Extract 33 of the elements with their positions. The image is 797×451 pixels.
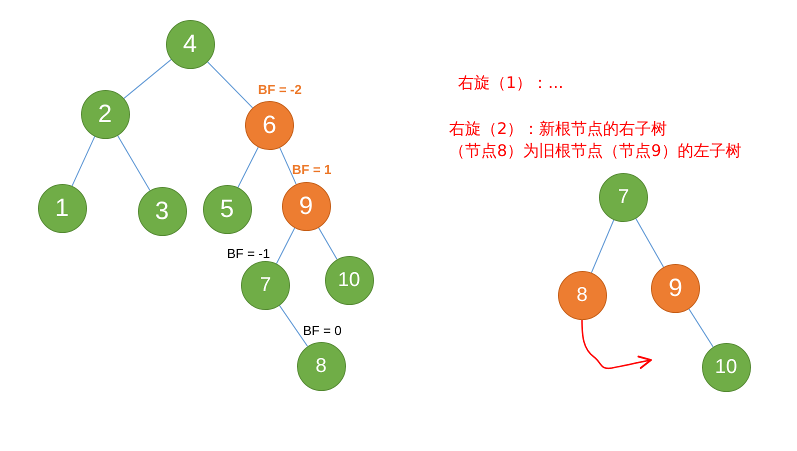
tree-node: 7 bbox=[599, 172, 648, 222]
connector-line bbox=[72, 136, 96, 186]
balance-factor-label: BF = -2 bbox=[258, 83, 302, 96]
tree-node: 5 bbox=[202, 184, 252, 234]
annotation-text: 右旋（2）：新根节点的右子树（节点8）为旧根节点（节点9）的左子树 bbox=[449, 118, 742, 162]
curved-arrow bbox=[581, 318, 652, 370]
connector-line bbox=[591, 219, 614, 273]
tree-node: 2 bbox=[80, 90, 130, 138]
connector-line bbox=[123, 59, 172, 99]
tree-node: 1 bbox=[38, 184, 86, 232]
annotation-text: 右旋（1）：... bbox=[458, 72, 564, 94]
tree-node: 8 bbox=[558, 270, 606, 320]
tree-node: 8 bbox=[296, 342, 346, 390]
connector-line bbox=[318, 226, 338, 260]
balance-factor-label: BF = 0 bbox=[303, 324, 342, 337]
connector-line bbox=[635, 218, 664, 268]
balance-factor-label: BF = 1 bbox=[292, 163, 332, 176]
connector-line bbox=[116, 134, 150, 190]
connector-line bbox=[276, 227, 296, 264]
connector-line bbox=[688, 308, 714, 347]
tree-node: 3 bbox=[138, 186, 186, 236]
tree-node: 9 bbox=[651, 264, 700, 312]
tree-node: 4 bbox=[166, 20, 214, 68]
tree-node: 7 bbox=[241, 260, 290, 310]
connector-line bbox=[279, 146, 296, 184]
connector-line bbox=[278, 304, 308, 346]
connector-line bbox=[238, 146, 259, 188]
tree-node: 10 bbox=[702, 342, 750, 392]
tree-node: 10 bbox=[324, 256, 374, 304]
balance-factor-label: BF = -1 bbox=[227, 247, 270, 260]
tree-node: 6 bbox=[245, 100, 294, 150]
tree-node: 9 bbox=[282, 182, 330, 230]
connector-line bbox=[206, 60, 253, 108]
